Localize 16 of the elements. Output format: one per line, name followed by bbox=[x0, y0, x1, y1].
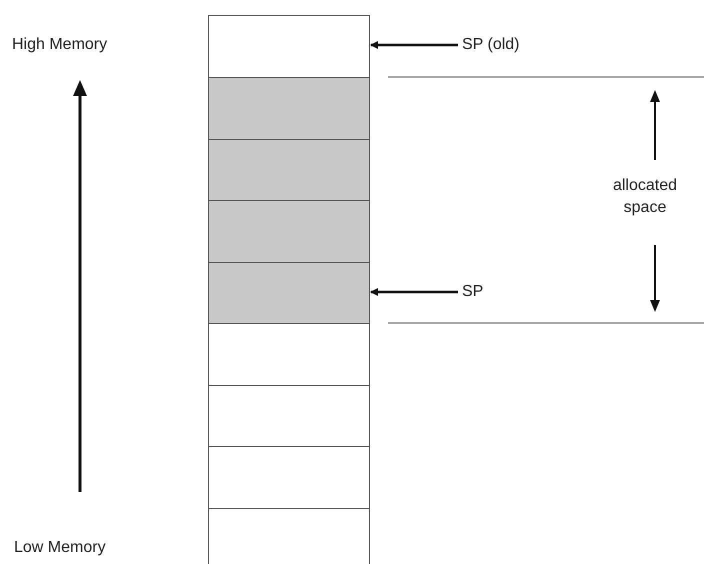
memory-cell bbox=[208, 323, 370, 386]
text-label: High Memory bbox=[12, 35, 108, 55]
memory-cell bbox=[208, 200, 370, 264]
arrow bbox=[370, 288, 458, 296]
text-label: allocated space bbox=[612, 176, 678, 218]
memory-cell bbox=[208, 385, 370, 448]
pointer-label: SP (old) bbox=[462, 36, 520, 54]
memory-cell bbox=[208, 77, 370, 140]
memory-cell bbox=[208, 139, 370, 202]
memory-cell bbox=[208, 446, 370, 510]
text-label: Low Memory bbox=[14, 538, 107, 558]
memory-cell bbox=[208, 15, 370, 78]
arrow bbox=[370, 41, 458, 49]
memory-cell bbox=[208, 262, 370, 324]
memory-cell bbox=[208, 508, 370, 564]
pointer-label: SP bbox=[462, 283, 484, 301]
